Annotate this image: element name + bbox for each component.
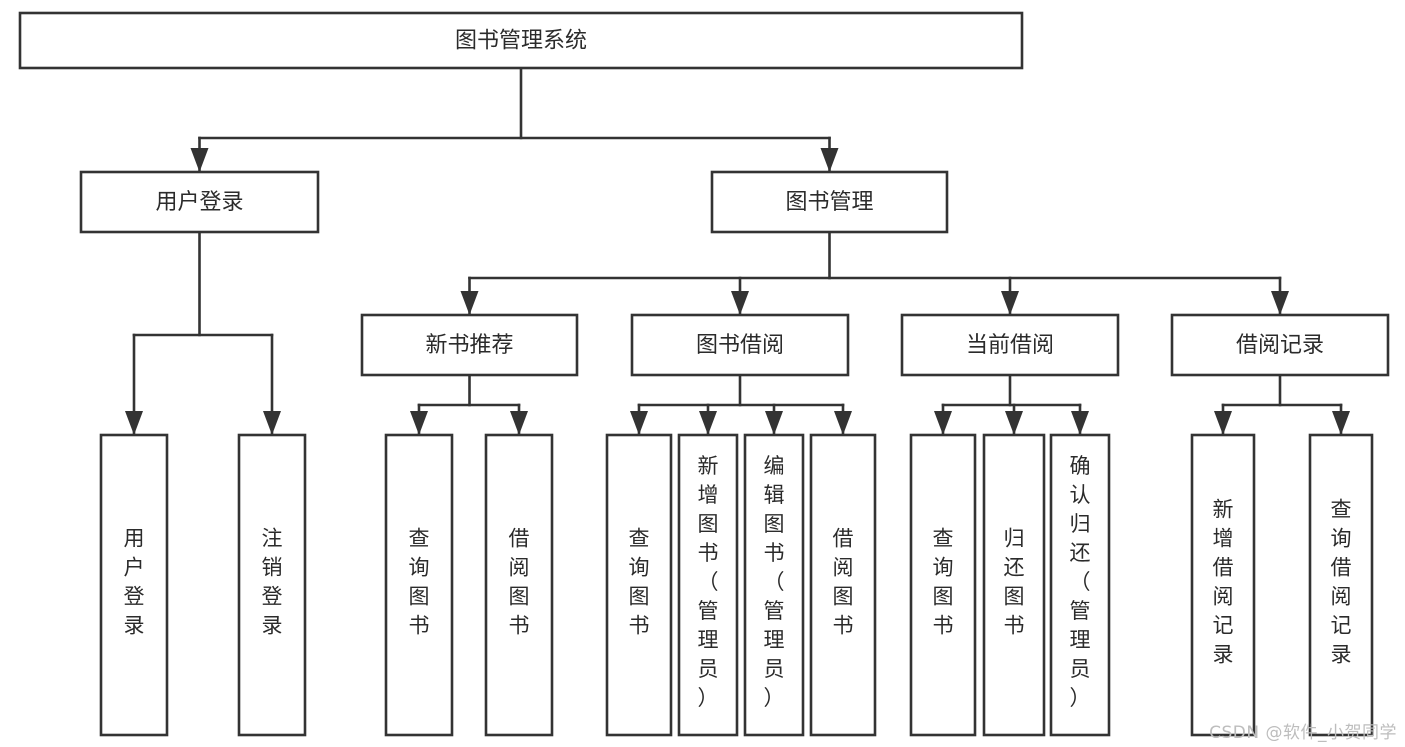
node-book-borrow[interactable]: 图书借阅: [630, 313, 850, 377]
leaf-user-logout-action-rect[interactable]: [237, 433, 307, 737]
node-current-borrow-label: 当前借阅: [966, 333, 1054, 358]
node-new-book-recommend[interactable]: 新书推荐: [360, 313, 579, 377]
leaf-confirm-return-admin-rect[interactable]: [1049, 433, 1111, 737]
arrow-head-icon: [630, 411, 648, 435]
leaf-query-book-2[interactable]: 查询图书: [605, 433, 673, 737]
arrow-head-icon: [934, 411, 952, 435]
arrow-head-icon: [1001, 291, 1019, 315]
node-book-management-rect[interactable]: [710, 170, 949, 234]
arrow-head-icon: [510, 411, 528, 435]
leaf-query-borrow-record-label: 查询借阅记录: [1331, 498, 1352, 667]
node-book-borrow-label: 图书借阅: [696, 333, 784, 358]
arrow-head-icon: [765, 411, 783, 435]
leaf-query-book-1-rect[interactable]: [384, 433, 454, 737]
leaf-confirm-return-admin-label: 确认归还（管理员）: [1070, 454, 1091, 710]
leaf-query-book-2-label: 查询图书: [629, 527, 650, 638]
leaf-add-borrow-record-rect[interactable]: [1190, 433, 1256, 737]
arrow-head-icon: [1071, 411, 1089, 435]
node-borrow-records-label: 借阅记录: [1236, 333, 1324, 358]
arrow-head-icon: [834, 411, 852, 435]
leaf-query-borrow-record[interactable]: 查询借阅记录: [1308, 433, 1374, 737]
leaf-add-book-admin-label: 新增图书（管理员）: [698, 454, 719, 710]
leaf-borrow-book-2-label: 借阅图书: [833, 527, 854, 638]
arrow-head-icon: [1005, 411, 1023, 435]
arrow-head-icon: [820, 148, 839, 172]
arrow-head-icon: [263, 411, 281, 435]
leaf-edit-book-admin-rect[interactable]: [743, 433, 805, 737]
arrow-head-icon: [190, 148, 209, 172]
leaf-return-book-label: 归还图书: [1004, 527, 1025, 638]
leaf-user-logout-action-label: 注销登录: [262, 527, 283, 638]
node-user-login[interactable]: 用户登录: [79, 170, 320, 234]
leaf-query-book-3-label: 查询图书: [933, 527, 954, 638]
node-book-borrow-rect[interactable]: [630, 313, 850, 377]
leaf-query-book-2-rect[interactable]: [605, 433, 673, 737]
leaf-add-borrow-record-label: 新增借阅记录: [1213, 498, 1234, 667]
arrow-head-icon: [1332, 411, 1350, 435]
node-boxes: 图书管理系统用户登录用户登录注销登录图书管理新书推荐查询图书借阅图书图书借阅查询…: [18, 11, 1390, 737]
leaf-borrow-book-1[interactable]: 借阅图书: [484, 433, 554, 737]
leaf-add-book-admin[interactable]: 新增图书（管理员）: [677, 433, 739, 737]
leaf-edit-book-admin-label: 编辑图书（管理员）: [764, 454, 785, 710]
node-book-management-label: 图书管理: [785, 190, 873, 215]
arrow-head-icon: [731, 291, 749, 315]
node-new-book-recommend-rect[interactable]: [360, 313, 579, 377]
leaf-user-login-action-label: 用户登录: [124, 527, 145, 638]
leaf-confirm-return-admin[interactable]: 确认归还（管理员）: [1049, 433, 1111, 737]
node-borrow-records[interactable]: 借阅记录: [1170, 313, 1390, 377]
leaf-borrow-book-1-rect[interactable]: [484, 433, 554, 737]
arrow-head-icon: [410, 411, 428, 435]
root-node-book-management-system-rect[interactable]: [18, 11, 1024, 70]
leaf-add-borrow-record[interactable]: 新增借阅记录: [1190, 433, 1256, 737]
node-user-login-rect[interactable]: [79, 170, 320, 234]
leaf-user-login-action[interactable]: 用户登录: [99, 433, 169, 737]
arrow-head-icon: [1214, 411, 1232, 435]
node-book-management[interactable]: 图书管理: [710, 170, 949, 234]
leaf-query-book-1[interactable]: 查询图书: [384, 433, 454, 737]
leaf-return-book-rect[interactable]: [982, 433, 1046, 737]
leaf-borrow-book-2-rect[interactable]: [809, 433, 877, 737]
node-user-login-label: 用户登录: [155, 190, 243, 215]
leaf-edit-book-admin[interactable]: 编辑图书（管理员）: [743, 433, 805, 737]
node-current-borrow[interactable]: 当前借阅: [900, 313, 1120, 377]
arrow-head-icon: [125, 411, 143, 435]
leaf-user-login-action-rect[interactable]: [99, 433, 169, 737]
arrow-head-icon: [1271, 291, 1289, 315]
leaf-return-book[interactable]: 归还图书: [982, 433, 1046, 737]
leaf-query-borrow-record-rect[interactable]: [1308, 433, 1374, 737]
leaf-user-logout-action[interactable]: 注销登录: [237, 433, 307, 737]
node-borrow-records-rect[interactable]: [1170, 313, 1390, 377]
leaf-add-book-admin-rect[interactable]: [677, 433, 739, 737]
leaf-query-book-3-rect[interactable]: [909, 433, 977, 737]
node-current-borrow-rect[interactable]: [900, 313, 1120, 377]
leaf-borrow-book-2[interactable]: 借阅图书: [809, 433, 877, 737]
leaf-borrow-book-1-label: 借阅图书: [509, 527, 530, 638]
connector-lines: [125, 66, 1350, 435]
leaf-query-book-3[interactable]: 查询图书: [909, 433, 977, 737]
root-node-book-management-system[interactable]: 图书管理系统: [18, 11, 1024, 70]
leaf-query-book-1-label: 查询图书: [409, 527, 430, 638]
root-node-book-management-system-label: 图书管理系统: [455, 29, 587, 54]
arrow-head-icon: [460, 291, 479, 315]
arrow-head-icon: [699, 411, 717, 435]
node-new-book-recommend-label: 新书推荐: [425, 333, 513, 358]
